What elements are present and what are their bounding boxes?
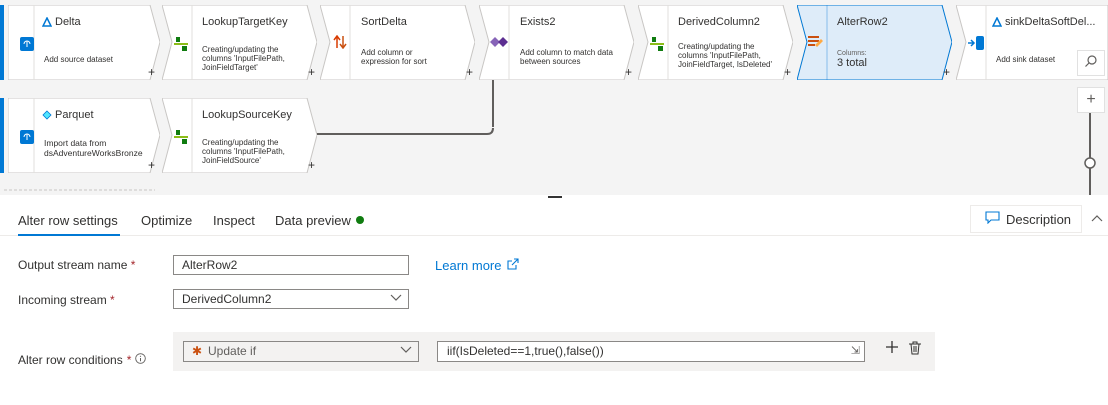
node-exists2[interactable]: Exists2 Add column to match data between…	[479, 5, 634, 80]
output-stream-name-input[interactable]: AlterRow2	[173, 255, 409, 275]
node-title: LookupTargetKey	[202, 16, 288, 28]
condition-expression-value: iif(IsDeleted==1,true(),false())	[447, 344, 604, 358]
derived-column-icon	[650, 37, 664, 51]
condition-type-select[interactable]: ✱ Update if	[183, 341, 419, 362]
add-step-button[interactable]: +	[148, 65, 156, 79]
connector-lines	[4, 80, 1096, 195]
data-preview-status-dot	[356, 216, 364, 224]
node-desc: Creating/updating the columns 'InputFile…	[202, 45, 285, 72]
node-lookup-source-key[interactable]: LookupSourceKey Creating/updating the co…	[162, 98, 317, 173]
tab-inspect[interactable]: Inspect	[213, 213, 255, 228]
required-marker: *	[126, 353, 132, 367]
tab-alter-row-settings[interactable]: Alter row settings	[18, 213, 118, 228]
settings-tab-bar: Alter row settings Optimize Inspect Data…	[0, 208, 1108, 236]
learn-more-link[interactable]: Learn more	[435, 258, 520, 273]
node-columns-label: Columns:	[837, 50, 867, 57]
add-condition-icon[interactable]	[885, 340, 899, 359]
node-sink-delta-soft-delete[interactable]: sinkDeltaSoftDel... Add sink dataset	[956, 5, 1108, 80]
delta-icon	[42, 17, 52, 27]
condition-type-value: Update if	[208, 344, 257, 358]
incoming-stream-value: DerivedColumn2	[182, 292, 272, 306]
node-lookup-target-key[interactable]: LookupTargetKey Creating/updating the co…	[162, 5, 317, 80]
active-tab-indicator	[18, 234, 120, 236]
node-title: AlterRow2	[837, 16, 888, 28]
canvas-search-button[interactable]	[1077, 50, 1105, 76]
incoming-stream-label: Incoming stream	[18, 293, 107, 307]
node-desc: Import data from dsAdventureWorksBronze	[44, 138, 143, 158]
add-step-button[interactable]: +	[308, 65, 316, 79]
alter-row-icon	[808, 35, 823, 49]
node-title: sinkDeltaSoftDel...	[1005, 16, 1096, 28]
node-alter-row2[interactable]: AlterRow2 Columns: 3 total +	[797, 5, 952, 80]
alter-row-conditions-label: Alter row conditions	[18, 353, 123, 367]
node-title: LookupSourceKey	[202, 109, 292, 121]
node-sort-delta[interactable]: SortDelta Add column or expression for s…	[320, 5, 475, 80]
sort-icon	[333, 34, 347, 50]
add-step-button[interactable]: +	[784, 65, 792, 79]
add-step-button[interactable]: +	[148, 158, 156, 172]
add-step-button[interactable]: +	[625, 65, 633, 79]
update-icon: ✱	[192, 344, 203, 358]
node-columns-count: 3 total	[837, 57, 867, 69]
node-title: Delta	[55, 16, 81, 28]
node-desc: Add column or expression for sort	[361, 48, 427, 66]
zoom-in-button[interactable]: +	[1077, 87, 1105, 113]
exists-icon	[489, 35, 509, 49]
description-label: Description	[1006, 211, 1072, 227]
source-icon	[20, 130, 34, 144]
tab-data-preview[interactable]: Data preview	[275, 213, 351, 228]
required-marker: *	[110, 293, 115, 307]
zoom-slider-thumb	[1084, 157, 1096, 169]
source-edge	[0, 5, 4, 80]
node-delta[interactable]: Delta Add source dataset +	[8, 5, 160, 80]
comment-icon	[985, 211, 1000, 227]
condition-expression-input[interactable]: iif(IsDeleted==1,true(),false()) ⇲	[437, 341, 865, 362]
external-link-icon	[507, 258, 520, 273]
search-icon	[1085, 54, 1097, 72]
node-desc: Add column to match data between sources	[520, 48, 613, 66]
parquet-icon	[42, 110, 52, 120]
expression-builder-icon[interactable]: ⇲	[850, 345, 860, 357]
learn-more-label: Learn more	[435, 258, 502, 273]
sink-icon	[968, 36, 984, 50]
chevron-down-icon	[400, 342, 412, 361]
collapse-panel-chevron-icon[interactable]	[1091, 212, 1103, 224]
source-icon	[20, 37, 34, 51]
incoming-stream-select[interactable]: DerivedColumn2	[173, 289, 409, 309]
add-step-button[interactable]: +	[466, 65, 474, 79]
node-desc: Add sink dataset	[996, 55, 1056, 64]
node-desc: Add source dataset	[44, 55, 113, 64]
lookup-icon	[174, 37, 188, 51]
node-title: Parquet	[55, 109, 94, 121]
node-title: Exists2	[520, 16, 556, 28]
node-desc: Creating/updating the columns 'InputFile…	[678, 42, 773, 69]
panel-splitter[interactable]	[548, 196, 562, 198]
node-derived-column2[interactable]: DerivedColumn2 Creating/updating the col…	[638, 5, 793, 80]
lookup-icon	[174, 130, 188, 144]
dataflow-canvas[interactable]: Delta Add source dataset + LookupTargetK…	[0, 0, 1108, 195]
delete-condition-icon[interactable]	[909, 341, 921, 360]
node-title: DerivedColumn2	[678, 16, 760, 28]
required-marker: *	[130, 258, 136, 272]
description-button[interactable]: Description	[970, 205, 1082, 233]
info-icon[interactable]	[135, 353, 147, 367]
delta-icon	[992, 17, 1002, 27]
add-step-button[interactable]: +	[943, 65, 951, 79]
node-parquet[interactable]: Parquet Import data from dsAdventureWork…	[8, 98, 160, 173]
output-stream-label: Output stream name	[18, 258, 128, 272]
source-edge	[0, 98, 4, 173]
chevron-down-icon	[390, 290, 402, 308]
tab-optimize[interactable]: Optimize	[141, 213, 193, 228]
node-title: SortDelta	[361, 16, 407, 28]
node-desc: Creating/updating the columns 'InputFile…	[202, 138, 285, 165]
add-step-button[interactable]: +	[308, 158, 316, 172]
